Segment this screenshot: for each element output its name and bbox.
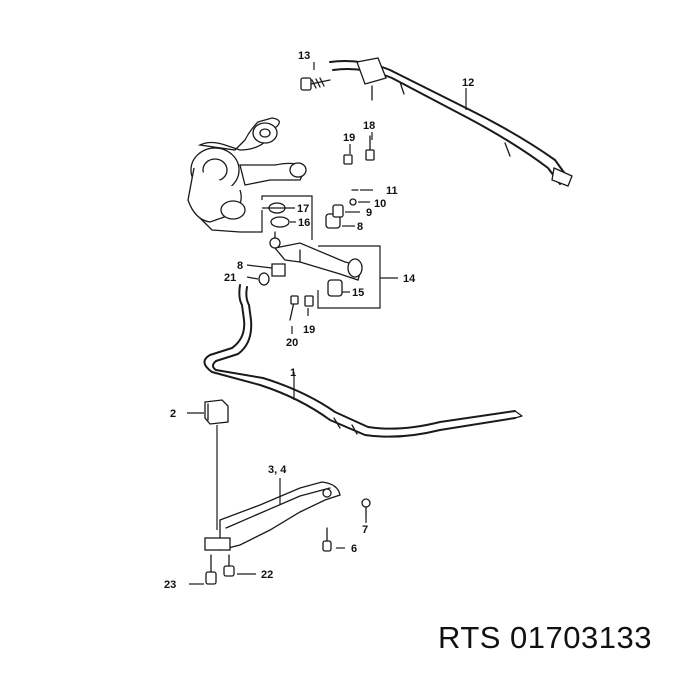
callout-22: 22 <box>261 569 273 581</box>
callout-14: 14 <box>403 273 416 285</box>
callout-9: 9 <box>366 207 372 219</box>
bracket-bolts <box>205 554 235 585</box>
callout-7: 7 <box>362 524 368 536</box>
callout-19-upper: 19 <box>343 132 355 144</box>
steering-knuckle <box>187 117 307 233</box>
part-3-4-bracket <box>204 481 371 552</box>
callout-12: 12 <box>462 77 474 89</box>
callout-16: 16 <box>298 217 310 229</box>
part-13-bolt <box>300 77 331 91</box>
callout-3-4: 3, 4 <box>268 464 287 476</box>
bushing-parts <box>258 189 359 297</box>
callout-17: 17 <box>297 203 309 215</box>
callout-8-lower: 8 <box>237 260 243 272</box>
callout-21: 21 <box>224 272 236 284</box>
callout-1: 1 <box>290 367 296 379</box>
part-1-stabilizer-bar <box>203 284 523 438</box>
callout-labels: 1 2 3, 4 6 7 8 8 9 10 11 12 13 14 15 16 … <box>164 50 474 591</box>
callout-20: 20 <box>286 337 298 349</box>
callout-10: 10 <box>374 198 386 210</box>
lower-control-arm <box>269 231 363 281</box>
callout-2: 2 <box>170 408 176 420</box>
part-12-rod <box>329 57 573 187</box>
leader-lines <box>187 62 467 585</box>
callout-8-upper: 8 <box>357 221 363 233</box>
callout-18: 18 <box>363 120 375 132</box>
callout-23: 23 <box>164 579 176 591</box>
callout-13: 13 <box>298 50 310 62</box>
callout-11: 11 <box>386 185 398 197</box>
callout-6: 6 <box>351 543 357 555</box>
bolts <box>289 135 375 321</box>
part-number-caption: RTS 01703133 <box>438 620 652 655</box>
callout-19-lower: 19 <box>303 324 315 336</box>
part-2-bushing <box>204 399 229 530</box>
group-14-outline <box>261 195 398 309</box>
callout-15: 15 <box>352 287 364 299</box>
